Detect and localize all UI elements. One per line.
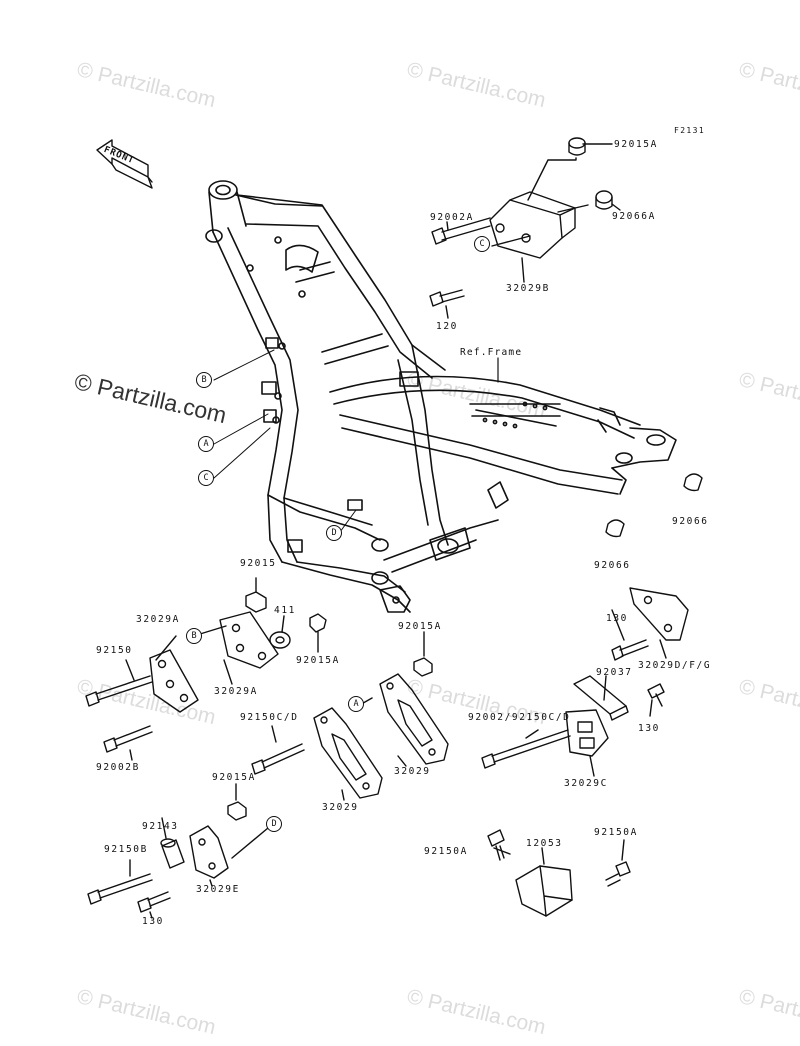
part-label: 92066: [672, 516, 709, 527]
part-label: 32029D/F/G: [638, 660, 712, 671]
part-label: 32029E: [196, 884, 240, 895]
part-label: 92037: [596, 667, 633, 678]
right-parts: [481, 473, 703, 777]
part-label: 32029C: [564, 778, 608, 789]
part-label: 92150C/D: [240, 712, 299, 723]
part-label: 92015: [240, 558, 277, 569]
callout-b: B: [196, 372, 212, 388]
left-center-parts: [85, 577, 327, 761]
part-label: 130: [606, 613, 628, 624]
part-label: 32029: [394, 766, 431, 777]
part-label: 32029A: [214, 686, 258, 697]
part-label: 92150A: [594, 827, 638, 838]
part-label: 130: [638, 723, 660, 734]
ref-frame-label: Ref.Frame: [460, 347, 523, 358]
callout-b: B: [186, 628, 202, 644]
front-arrow: [96, 139, 153, 189]
callout-d: D: [266, 816, 282, 832]
part-label: 92002A: [430, 212, 474, 223]
bottom-right-parts: [487, 829, 631, 917]
part-label: 92066A: [612, 211, 656, 222]
callout-c: C: [474, 236, 490, 252]
bottom-left-parts: [87, 817, 269, 919]
figure-code: F2131: [674, 126, 706, 135]
part-label: 92150A: [424, 846, 468, 857]
bracket-32029b-group: [429, 137, 621, 319]
part-label: 92143: [142, 821, 179, 832]
part-label: 130: [142, 916, 164, 927]
part-label: 32029B: [506, 283, 550, 294]
callout-a: A: [198, 436, 214, 452]
part-label: 12053: [526, 838, 563, 849]
callout-d: D: [326, 525, 342, 541]
part-label: 92015A: [614, 139, 658, 150]
frame: [205, 180, 677, 613]
callout-c: C: [198, 470, 214, 486]
callout-a: A: [348, 696, 364, 712]
part-label: 92015A: [296, 655, 340, 666]
part-label: 92002/92150C/D: [468, 712, 571, 723]
part-label: 92015A: [212, 772, 256, 783]
part-label: 92150: [96, 645, 133, 656]
part-label: 32029: [322, 802, 359, 813]
part-label: 120: [436, 321, 458, 332]
part-label: 411: [274, 605, 296, 616]
part-label: 92002B: [96, 762, 140, 773]
center-plates: [227, 631, 449, 821]
part-label: 92150B: [104, 844, 148, 855]
part-label: 92066: [594, 560, 631, 571]
part-label: 92015A: [398, 621, 442, 632]
part-label: 32029A: [136, 614, 180, 625]
